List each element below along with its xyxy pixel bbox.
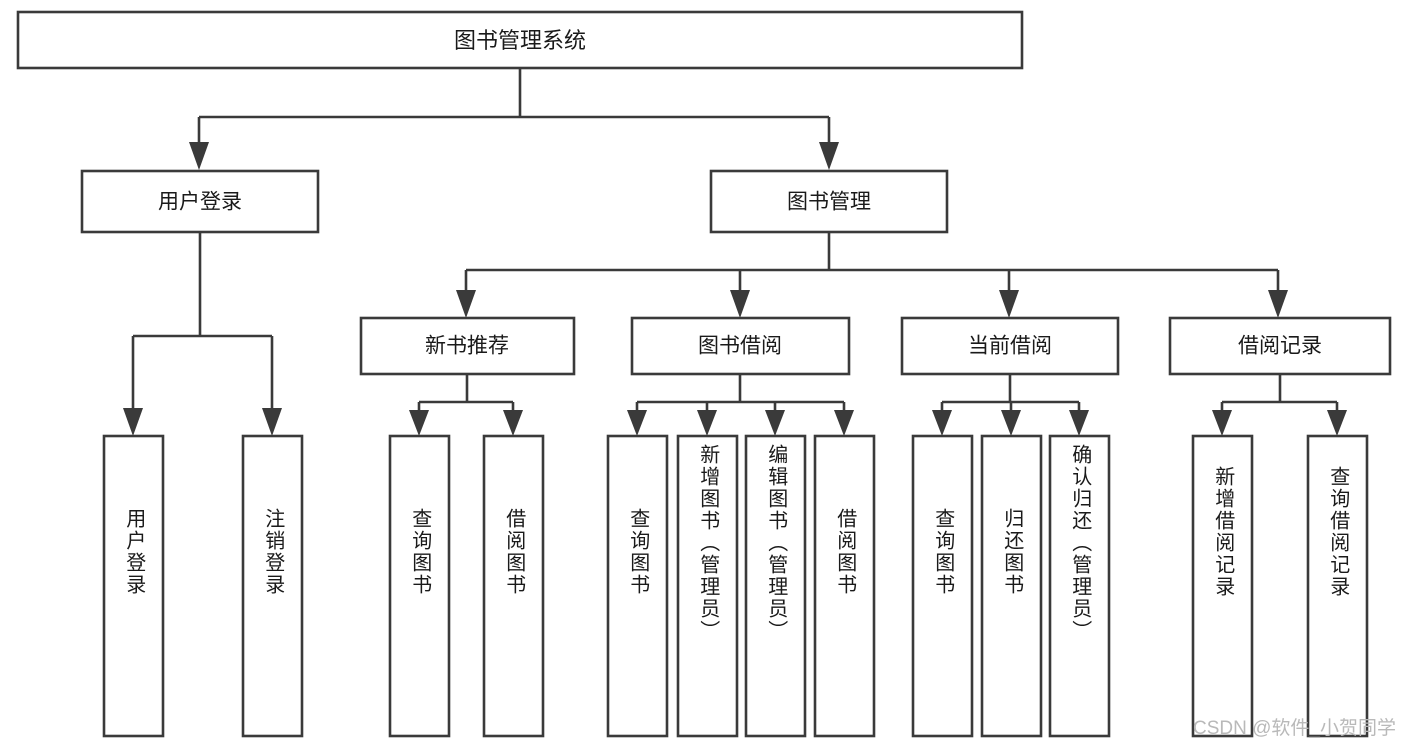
connector-new-book-recommend-to-leaves (409, 374, 523, 436)
node-current-borrow-label: 当前借阅 (968, 335, 1052, 358)
arrow-head-icon (1268, 290, 1288, 318)
node-user-login-label: 用户登录 (158, 191, 242, 214)
arrow-head-icon (1069, 410, 1089, 436)
node-book-borrow[interactable]: 图书借阅 (630, 316, 851, 376)
node-root-label: 图书管理系统 (454, 28, 586, 53)
node-current-borrow-box[interactable] (900, 316, 1120, 376)
leaf-box-user-login[interactable] (102, 434, 165, 738)
node-current-borrow[interactable]: 当前借阅 (900, 316, 1120, 376)
node-borrow-record-label: 借阅记录 (1238, 335, 1322, 358)
connector-current-borrow-to-leaves (932, 374, 1089, 436)
node-root-box[interactable] (16, 10, 1024, 70)
arrow-head-icon (503, 410, 523, 436)
leaf-box-logout[interactable] (241, 434, 304, 738)
leaf-box-return-book[interactable] (980, 434, 1043, 738)
leaf-box-borrow-book[interactable] (813, 434, 876, 738)
arrow-head-icon (409, 410, 429, 436)
node-user-login-box[interactable] (80, 169, 320, 234)
csdn-watermark: CSDN @软件_小贺同学 (1193, 718, 1396, 739)
connector-book-borrow-to-leaves (627, 374, 854, 436)
arrow-head-icon (932, 410, 952, 436)
arrow-head-icon (819, 142, 839, 170)
leaf-box-query-book-recommend[interactable] (388, 434, 451, 738)
connector-borrow-record-to-leaves (1212, 374, 1347, 436)
leaf-box-add-borrow-record[interactable] (1191, 434, 1254, 738)
arrow-head-icon (189, 142, 209, 170)
node-new-book-recommend-label: 新书推荐 (425, 335, 509, 358)
arrow-head-icon (730, 290, 750, 318)
leaf-box-query-book-current[interactable] (911, 434, 974, 738)
connector-user-login-to-leaves (123, 232, 282, 436)
node-book-management[interactable]: 图书管理 (709, 169, 949, 234)
arrow-head-icon (834, 410, 854, 436)
leaf-box-borrow-book-recommend[interactable] (482, 434, 545, 738)
leaf-box-edit-book-admin[interactable] (744, 434, 807, 738)
leaf-box-add-book-admin[interactable] (676, 434, 739, 738)
leaf-box-query-book-borrow[interactable] (606, 434, 669, 738)
arrow-head-icon (627, 410, 647, 436)
arrow-head-icon (123, 408, 143, 436)
arrow-head-icon (1212, 410, 1232, 436)
arrow-head-icon (697, 410, 717, 436)
node-user-login[interactable]: 用户登录 (80, 169, 320, 234)
node-book-borrow-label: 图书借阅 (698, 335, 782, 358)
arrow-head-icon (262, 408, 282, 436)
connector-book-management-to-level3 (456, 232, 1288, 318)
node-book-management-label: 图书管理 (787, 191, 871, 214)
arrow-head-icon (1001, 410, 1021, 436)
connector-root-to-level2 (189, 68, 839, 170)
leaf-box-query-borrow-record[interactable] (1306, 434, 1369, 738)
node-borrow-record[interactable]: 借阅记录 (1168, 316, 1392, 376)
arrow-head-icon (1327, 410, 1347, 436)
leaf-box-confirm-return-admin[interactable] (1048, 434, 1111, 738)
node-new-book-recommend[interactable]: 新书推荐 (359, 316, 576, 376)
arrow-head-icon (456, 290, 476, 318)
node-new-book-recommend-box[interactable] (359, 316, 576, 376)
arrow-head-icon (999, 290, 1019, 318)
node-root[interactable]: 图书管理系统 (16, 10, 1024, 70)
arrow-head-icon (765, 410, 785, 436)
